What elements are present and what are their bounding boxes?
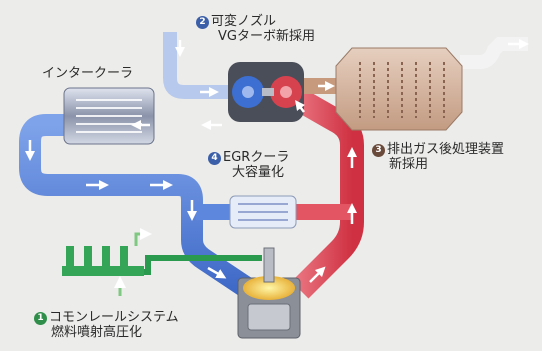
- aftertreatment-label-line2: 新採用: [389, 157, 429, 172]
- engine-cylinder: [237, 247, 301, 339]
- flow-arrows: [25, 39, 529, 283]
- common-rail-system: [62, 228, 262, 296]
- exhaust-aftertreatment-unit: [335, 47, 463, 131]
- turbo-number-badge: 2: [196, 16, 209, 29]
- egr-label-line1: EGRクーラ: [223, 150, 290, 165]
- egr-number-badge: 4: [208, 152, 221, 165]
- turbo-label-line2: VGターボ新採用: [218, 29, 315, 44]
- exhaust-pipe: [291, 89, 364, 299]
- common-rail-label-line2: 燃料噴射高圧化: [51, 325, 143, 340]
- turbo-label-line1: 可変ノズル: [211, 14, 277, 29]
- egr-cooler: [229, 195, 297, 229]
- aftertreatment-number-badge: 3: [372, 144, 385, 157]
- intercooler: [63, 87, 155, 145]
- intake-pipe-loop: [19, 114, 257, 300]
- fresh-air-inlet: [163, 32, 232, 99]
- aftertreatment-label-line1: 排出ガス後処理装置: [387, 142, 505, 157]
- intercooler-label: インタークーラ: [42, 66, 134, 81]
- common-rail-label-line1: コモンレールシステム: [49, 310, 179, 325]
- common-rail-number-badge: 1: [34, 312, 47, 325]
- vg-turbocharger: [228, 62, 304, 122]
- egr-label-line2: 大容量化: [232, 165, 285, 180]
- tailpipe: [460, 37, 528, 69]
